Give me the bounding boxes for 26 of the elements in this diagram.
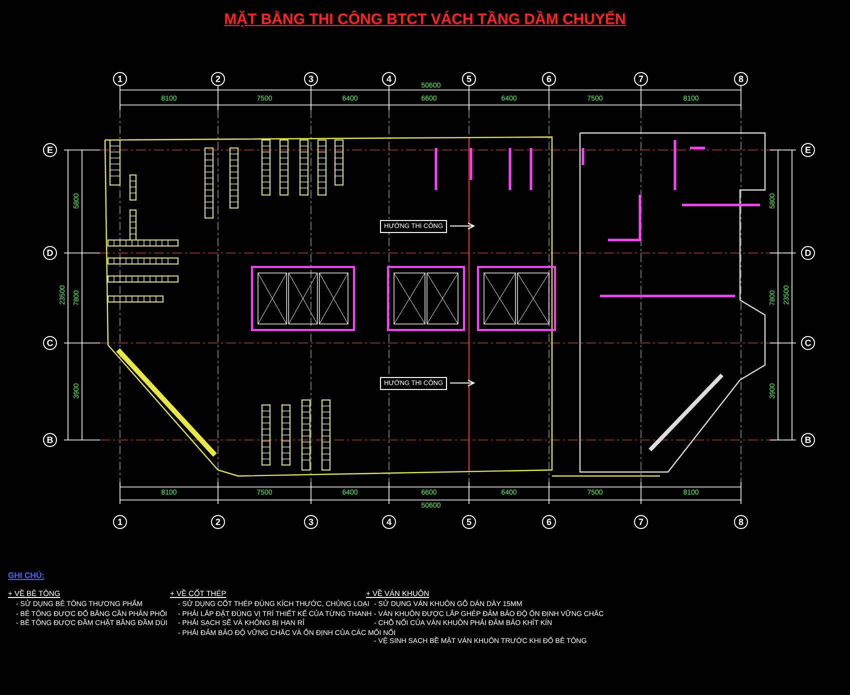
grid-bubble: 2 [211, 515, 225, 529]
drawing-title: MẶT BẰNG THI CÔNG BTCT VÁCH TẦNG DẦM CHUYỂN [223, 12, 627, 27]
notes-heading: GHI CHÚ: [8, 572, 44, 580]
grid-bubble: D [43, 246, 57, 260]
grid-bubble: C [801, 336, 815, 350]
grid-bubble: 5 [462, 72, 476, 86]
grid-bubble: C [43, 336, 57, 350]
grid-bubble: 1 [113, 515, 127, 529]
grid-bubble: E [43, 143, 57, 157]
grid-bubble: B [801, 433, 815, 447]
grid-bubble: 5 [462, 515, 476, 529]
grid-bubble: 4 [382, 72, 396, 86]
grid-bubble: 6 [542, 72, 556, 86]
grid-bubble: D [801, 246, 815, 260]
grid-bubble: 7 [634, 72, 648, 86]
grid-bubble: 6 [542, 515, 556, 529]
grid-bubble: 8 [734, 72, 748, 86]
grid-bubble: 7 [634, 515, 648, 529]
grid-bubble: 3 [304, 515, 318, 529]
grid-bubble: 2 [211, 72, 225, 86]
grid-bubble: B [43, 433, 57, 447]
grid-bubble: 1 [113, 72, 127, 86]
grid-bubble: 8 [734, 515, 748, 529]
grid-bubble: E [801, 143, 815, 157]
grid-bubble: 3 [304, 72, 318, 86]
grid-bubble: 4 [382, 515, 396, 529]
